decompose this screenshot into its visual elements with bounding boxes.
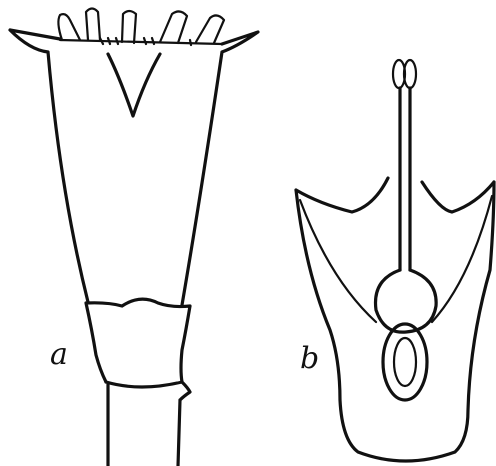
stamen-tips-icon (58, 9, 224, 46)
panel-b-label: b (300, 341, 319, 376)
panel-a-label: a (50, 337, 68, 372)
panel-a-flower-tube: a (10, 9, 258, 466)
panel-b-flower-section: b (296, 60, 494, 461)
corolla-sinus (108, 54, 160, 116)
corolla-outline (10, 30, 258, 305)
section-inner-wall (300, 196, 492, 322)
calyx-outline (86, 299, 190, 382)
anther-icon (393, 60, 416, 88)
seed-inner (394, 338, 416, 386)
seed-outer (383, 324, 427, 400)
style-stalk (400, 88, 410, 270)
pedicel-outline (106, 382, 190, 466)
section-outer-outline (296, 178, 494, 461)
